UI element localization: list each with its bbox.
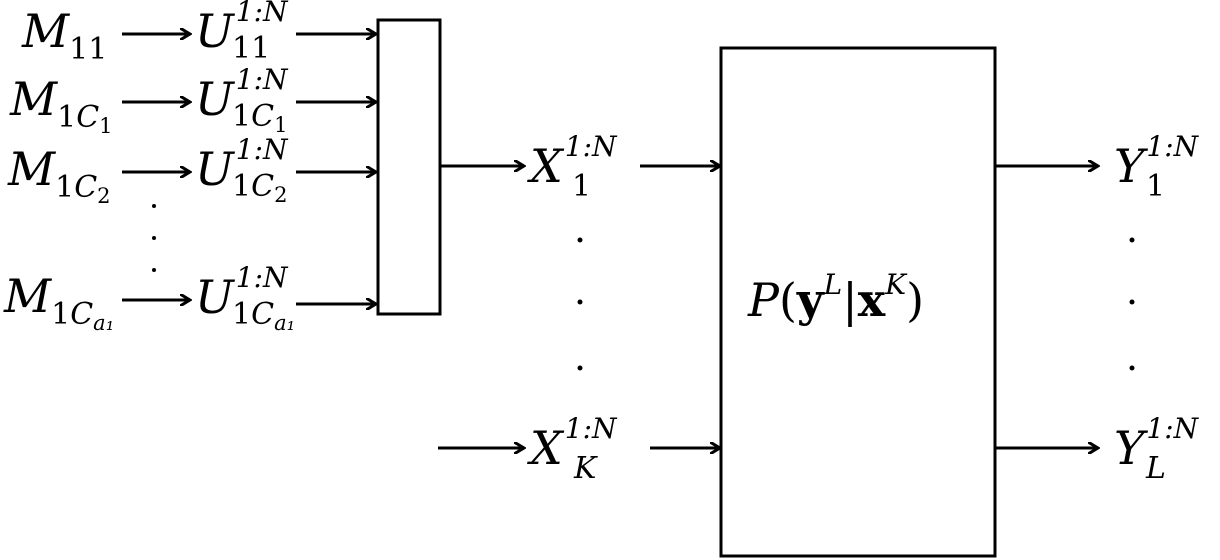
encoder-box bbox=[376, 18, 442, 316]
message-label-4: M1Ca₁ bbox=[3, 269, 114, 335]
ellipsis-dot bbox=[152, 268, 156, 272]
ellipsis-dot bbox=[1129, 365, 1135, 371]
encoded-label-4-sub: 1Ca₁ bbox=[232, 297, 295, 335]
encoded-label-1-sub: 11 bbox=[232, 31, 270, 66]
message-label-2: M1C1 bbox=[9, 72, 113, 138]
ellipsis-dot bbox=[1129, 299, 1135, 305]
encoded-label-2-sub: 1C1 bbox=[232, 99, 287, 137]
output-label-y1-sub: 1 bbox=[1146, 169, 1165, 204]
input-label-xk: X1:N bbox=[527, 412, 618, 475]
ellipsis-dot bbox=[152, 204, 156, 208]
ellipsis-dot bbox=[1129, 237, 1135, 243]
input-label-x1: X1:N bbox=[527, 130, 618, 193]
channel-expression: P(yL|xK) bbox=[747, 268, 924, 327]
message-label-1: M11 bbox=[21, 4, 107, 67]
encoded-label-3: U1:N bbox=[195, 133, 289, 196]
encoded-label-2: U1:N bbox=[195, 63, 289, 126]
encoded-label-4: U1:N bbox=[195, 261, 289, 324]
input-label-x1-sub: 1 bbox=[572, 169, 591, 204]
input-label-xk-sub: K bbox=[573, 451, 598, 486]
output-label-yl-sub: L bbox=[1145, 451, 1166, 486]
message-label-3: M1C2 bbox=[7, 142, 111, 208]
ellipsis-dot bbox=[152, 236, 156, 240]
ellipsis-dot bbox=[577, 237, 583, 243]
encoded-label-1: U1:N bbox=[195, 0, 289, 58]
ellipsis-dot bbox=[577, 299, 583, 305]
ellipsis-dot bbox=[577, 365, 583, 371]
channel-box bbox=[719, 46, 997, 558]
output-label-yl: Y1:N bbox=[1114, 412, 1200, 475]
encoded-label-3-sub: 1C2 bbox=[232, 169, 287, 207]
output-label-y1: Y1:N bbox=[1114, 130, 1200, 193]
